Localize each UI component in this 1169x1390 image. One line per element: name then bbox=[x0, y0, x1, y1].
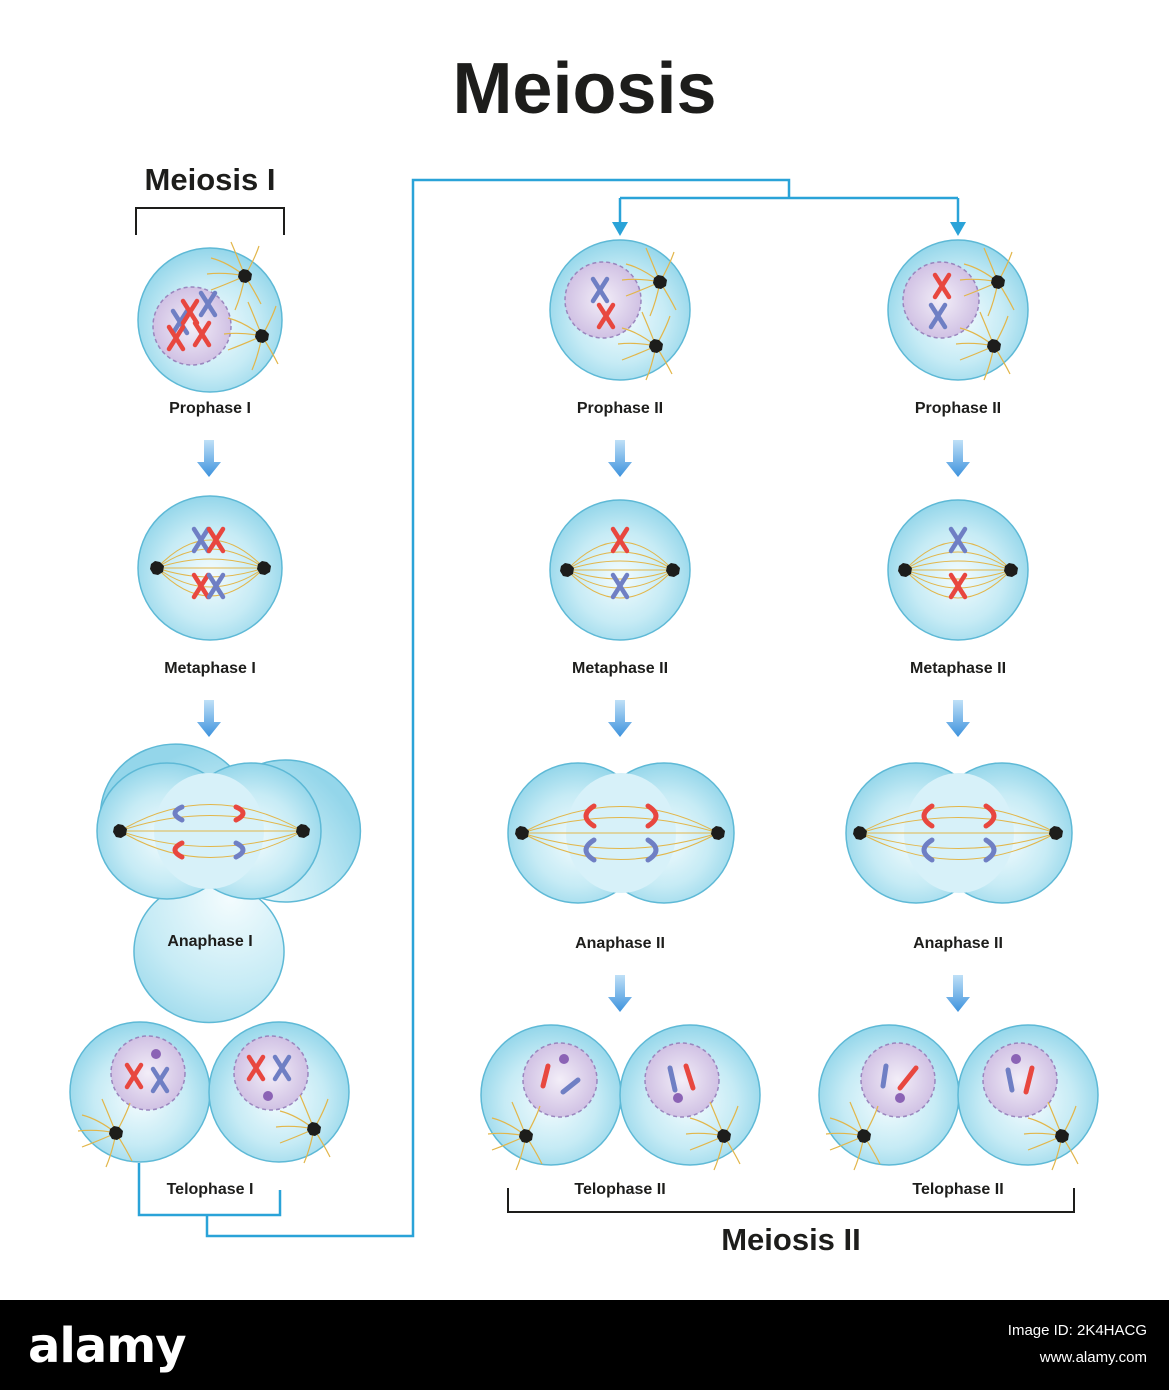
down-arrow-icon bbox=[946, 700, 970, 737]
label-metaphase-2-right: Metaphase II bbox=[909, 660, 1007, 677]
label-telophase-1: Telophase I bbox=[166, 1181, 254, 1198]
metaphase-2-cell-left bbox=[549, 499, 691, 641]
anaphase-1-cell bbox=[96, 743, 362, 1024]
down-arrow-icon bbox=[608, 700, 632, 737]
label-anaphase-1: Anaphase I bbox=[167, 933, 253, 950]
meiosis-diagram bbox=[69, 178, 1099, 1238]
label-prophase-2-left: Prophase II bbox=[576, 400, 664, 417]
label-telophase-2-right: Telophase II bbox=[912, 1181, 1004, 1198]
image-id-text: Image ID: 2K4HACG bbox=[1007, 1322, 1147, 1339]
label-telophase-2-left: Telophase II bbox=[574, 1181, 666, 1198]
down-arrow-icon bbox=[608, 975, 632, 1012]
metaphase-1-cell bbox=[137, 495, 283, 641]
connector-arrowhead-left bbox=[612, 222, 628, 236]
prophase-1-cell bbox=[137, 241, 283, 393]
label-metaphase-2-left: Metaphase II bbox=[571, 660, 669, 677]
label-anaphase-2-left: Anaphase II bbox=[575, 935, 665, 952]
meiosis-2-heading: Meiosis II bbox=[721, 1222, 861, 1257]
telophase-2-cells-left bbox=[480, 1024, 761, 1171]
anaphase-2-cell-right bbox=[845, 762, 1073, 904]
down-arrow-icon bbox=[946, 440, 970, 477]
meiosis-2-bracket bbox=[507, 1188, 1075, 1213]
telophase-1-cells bbox=[69, 1021, 350, 1168]
label-prophase-2-right: Prophase II bbox=[914, 400, 1002, 417]
metaphase-2-cell-right bbox=[887, 499, 1029, 641]
meiosis-1-bracket bbox=[135, 207, 285, 235]
anaphase-2-cell-left bbox=[507, 762, 735, 904]
connector-arrowhead-right bbox=[950, 222, 966, 236]
meiosis-1-heading: Meiosis I bbox=[144, 162, 276, 197]
watermark-footer bbox=[0, 1300, 1169, 1390]
down-arrow-icon bbox=[197, 440, 221, 477]
label-anaphase-2-right: Anaphase II bbox=[913, 935, 1003, 952]
down-arrow-icon bbox=[946, 975, 970, 1012]
down-arrow-icon bbox=[608, 440, 632, 477]
down-arrow-icon bbox=[197, 700, 221, 737]
label-metaphase-1: Metaphase I bbox=[164, 660, 256, 677]
prophase-2-cell-right bbox=[887, 239, 1029, 381]
connector-lines bbox=[137, 178, 960, 1238]
prophase-2-cell-left bbox=[549, 239, 691, 381]
brand-logo: alamy bbox=[28, 1318, 187, 1374]
telophase-2-cells-right bbox=[818, 1024, 1099, 1171]
label-prophase-1: Prophase I bbox=[169, 400, 251, 417]
website-text: www.alamy.com bbox=[1039, 1349, 1147, 1366]
page-title: Meiosis bbox=[452, 49, 717, 129]
